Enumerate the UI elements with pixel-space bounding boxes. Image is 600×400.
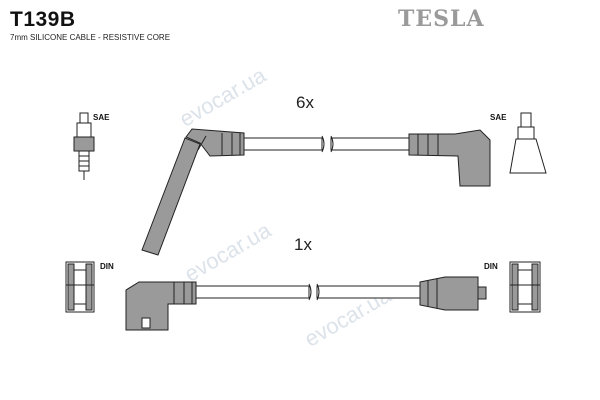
spark-plug-sae-left bbox=[73, 112, 95, 180]
angled-boot-6x bbox=[141, 128, 245, 256]
terminal-din-right bbox=[509, 261, 541, 313]
connector-label-din-left: DIN bbox=[100, 262, 114, 271]
terminal-din-left bbox=[65, 261, 95, 313]
lead-quantity-6x: 6x bbox=[296, 93, 314, 112]
connector-label-din-right: DIN bbox=[484, 262, 498, 271]
right-angle-boot-6x bbox=[408, 129, 491, 187]
coil-connector-sae-right bbox=[509, 112, 547, 174]
brand-logo: TESLA bbox=[398, 6, 485, 32]
cable-6x bbox=[243, 135, 410, 153]
right-angle-boot-1x bbox=[125, 281, 197, 331]
lead-quantity-1x: 1x bbox=[294, 235, 312, 254]
cable-description: 7mm SILICONE CABLE - RESISTIVE CORE bbox=[10, 33, 171, 42]
connector-label-sae-right: SAE bbox=[490, 113, 507, 122]
straight-boot-1x bbox=[419, 276, 487, 311]
connector-label-sae-left: SAE bbox=[93, 113, 110, 122]
part-number: T139B bbox=[10, 8, 76, 31]
cable-1x bbox=[195, 283, 421, 301]
